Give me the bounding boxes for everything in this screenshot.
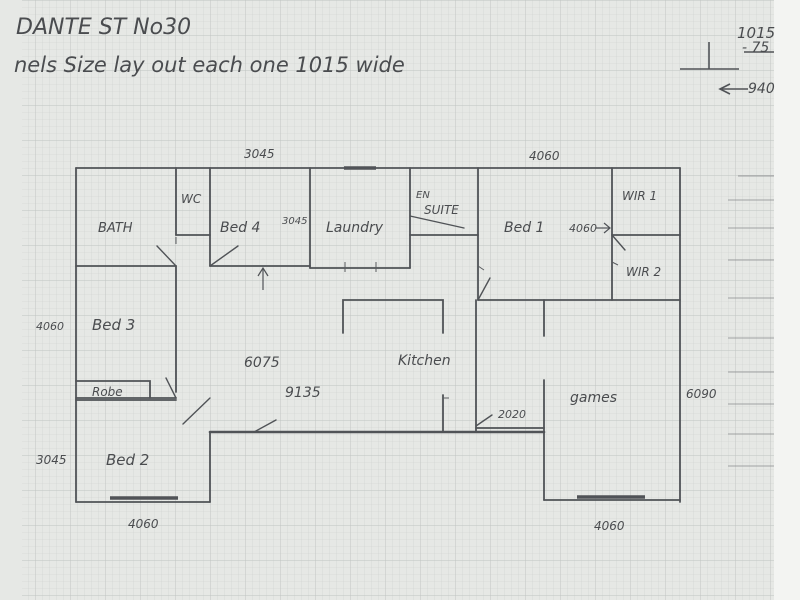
corner-symbol xyxy=(680,42,774,95)
room-label-ensuite-top: EN xyxy=(416,190,430,201)
room-label-laundry: Laundry xyxy=(326,220,384,236)
dimension-bed1-width: 4060 xyxy=(569,222,597,235)
room-label-games: games xyxy=(570,390,617,406)
dimension-hall: 6075 xyxy=(244,355,280,371)
room-label-wir1: WIR 1 xyxy=(622,189,657,203)
room-label-robe: Robe xyxy=(92,385,123,399)
paper-edge-strip xyxy=(774,0,800,600)
windows xyxy=(110,166,645,500)
corner-value-940: 940 xyxy=(748,81,775,97)
room-label-wir2: WIR 2 xyxy=(626,265,661,279)
dimension-left-bed3: 4060 xyxy=(36,320,64,333)
room-label-ensuite: SUITE xyxy=(424,203,459,217)
dimension-living: 9135 xyxy=(285,385,321,401)
dimension-bed4-width: 3045 xyxy=(282,216,307,227)
room-label-bath: BATH xyxy=(98,221,133,236)
door-swings xyxy=(156,215,626,433)
margin-lines xyxy=(728,175,774,467)
dimension-top-left: 3045 xyxy=(244,147,275,161)
tick-marks xyxy=(175,237,619,399)
room-label-bed3: Bed 3 xyxy=(92,316,135,334)
header-note: nels Size lay out each one 1015 wide xyxy=(14,53,405,77)
room-label-wc: WC xyxy=(181,192,202,206)
corner-value-1015: 1015 xyxy=(737,24,775,42)
room-label-bed2: Bed 2 xyxy=(106,451,149,469)
room-label-kitchen: Kitchen xyxy=(398,353,451,369)
corner-value-75: - 75 xyxy=(742,40,769,56)
dimension-right-side: 6090 xyxy=(686,387,717,401)
dimension-bottom-right: 4060 xyxy=(594,519,625,533)
dimension-left-bed2: 3045 xyxy=(36,453,67,467)
dimension-bottom-left: 4060 xyxy=(128,517,159,531)
room-label-bed4: Bed 4 xyxy=(220,220,260,236)
dimension-top-right: 4060 xyxy=(529,149,560,163)
room-label-bed1: Bed 1 xyxy=(504,220,544,236)
dimension-arrows xyxy=(257,222,611,290)
dimension-step: 2020 xyxy=(498,408,526,421)
walls xyxy=(75,167,681,503)
header-street: DANTE ST No30 xyxy=(16,15,191,40)
